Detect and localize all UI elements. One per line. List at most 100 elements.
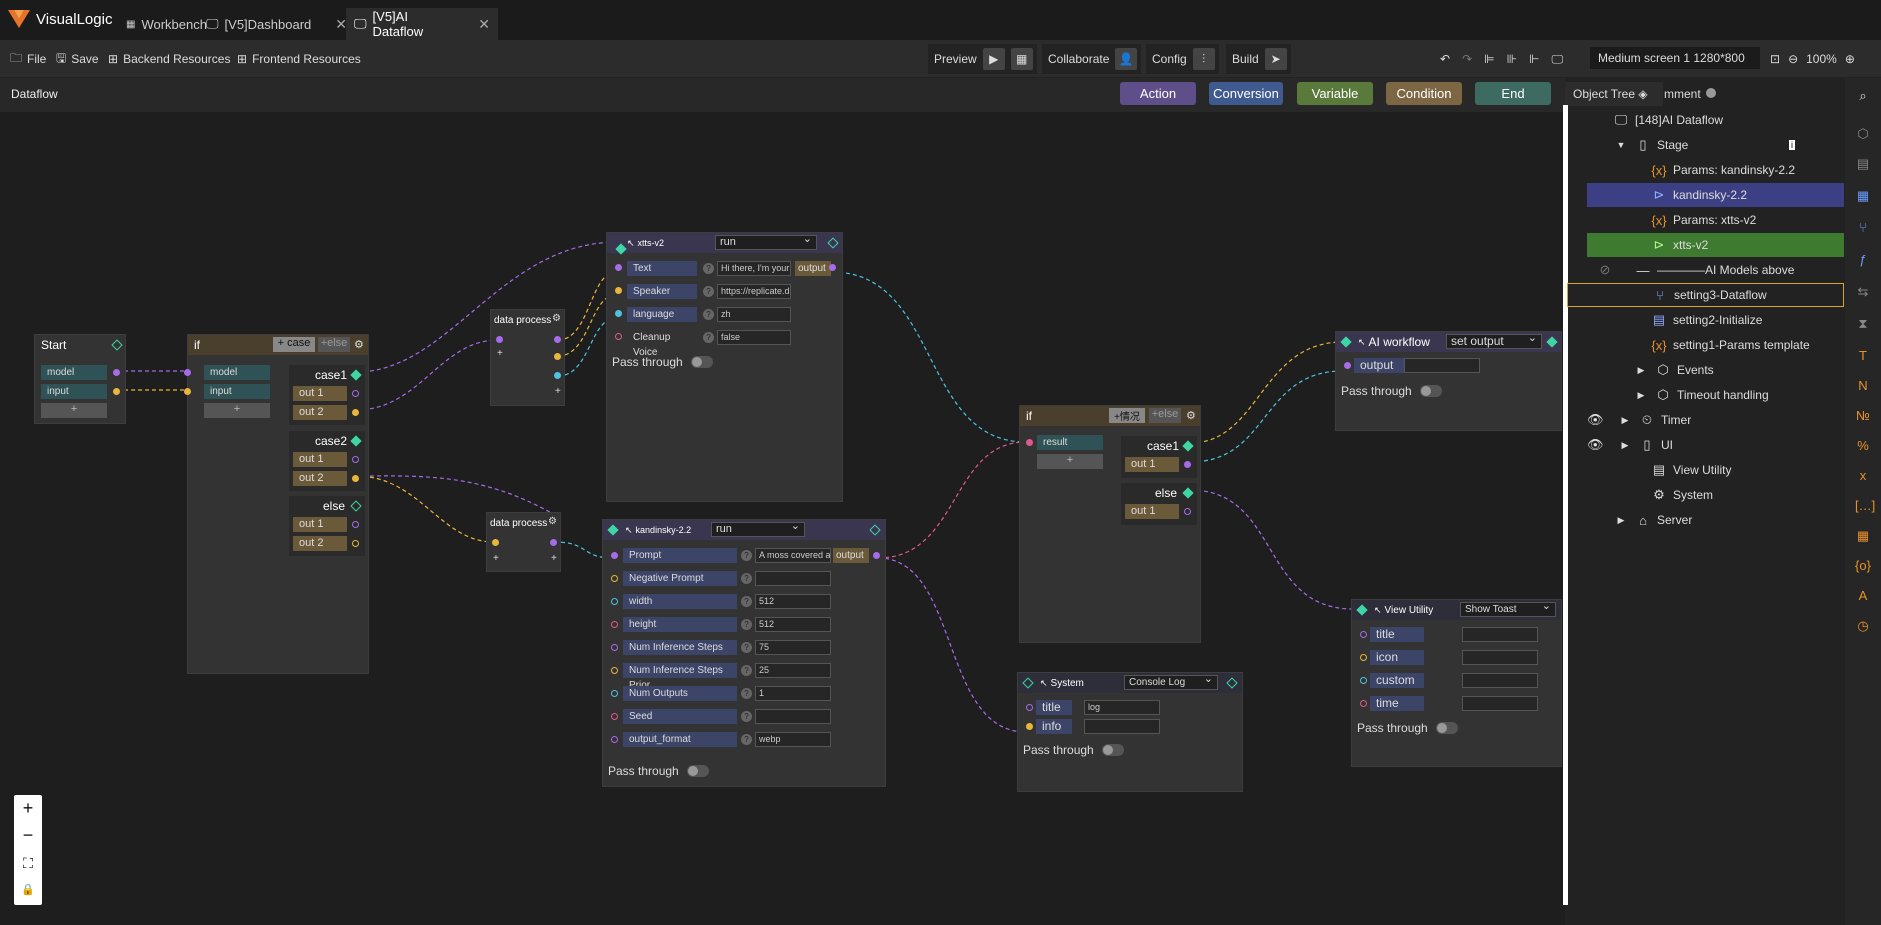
conversion-button[interactable]: Conversion [1209, 82, 1283, 105]
input-port[interactable] [1360, 654, 1367, 661]
if-node[interactable]: if + case +else ⚙ model input + case1 ou… [184, 334, 369, 674]
input-port[interactable] [611, 736, 618, 743]
system-node[interactable]: ↖ System Console Log title log info Pass… [1017, 672, 1243, 792]
output-port[interactable] [352, 540, 359, 547]
condition-button[interactable]: Condition [1386, 82, 1462, 105]
language-input[interactable]: zh [717, 307, 791, 322]
output-port[interactable] [554, 336, 561, 343]
output-port[interactable] [1184, 461, 1191, 468]
param-input[interactable]: webp [755, 732, 831, 747]
pass-through-toggle[interactable]: Pass through [612, 355, 713, 369]
input-port[interactable] [611, 575, 618, 582]
add-output[interactable]: + [555, 386, 561, 397]
param-input[interactable]: 512 [755, 594, 831, 609]
diamond-icon[interactable] [1226, 677, 1238, 689]
toggle-switch[interactable] [1419, 385, 1442, 397]
ai-workflow-node[interactable]: ↖ AI workflow set output output Pass thr… [1335, 331, 1562, 431]
input-port[interactable] [611, 644, 618, 651]
send-icon[interactable]: ➤ [1264, 48, 1287, 70]
param-input[interactable] [755, 709, 831, 724]
gear-icon[interactable]: ⚙ [548, 516, 557, 527]
close-icon[interactable]: ✕ [478, 15, 490, 32]
pass-through-toggle[interactable]: Pass through [1357, 721, 1458, 735]
pass-through-toggle[interactable]: Pass through [608, 764, 709, 778]
if-node[interactable]: if +情况 +else ⚙ result + case1 out 1 else… [1019, 405, 1201, 643]
search-icon[interactable]: ⌕ [1859, 88, 1867, 103]
mode-select[interactable]: run [715, 233, 817, 250]
tree-item-setting1[interactable]: {x}setting1-Params template [1651, 333, 1809, 357]
data-process-node[interactable]: data process ⚙ + + [486, 512, 561, 572]
eye-icon[interactable]: 👁 [1587, 437, 1604, 452]
output-port[interactable] [113, 369, 120, 376]
input-port[interactable] [1344, 362, 1351, 369]
toggle-switch[interactable] [686, 765, 709, 777]
tree-item-timeout[interactable]: ▶⬡Timeout handling [1633, 383, 1769, 407]
hourglass-icon[interactable]: ⧗ [1858, 316, 1868, 331]
info-input[interactable] [1084, 719, 1160, 734]
eye-icon[interactable]: 👁 [1587, 412, 1604, 427]
diamond-icon[interactable] [1182, 440, 1194, 452]
input-port[interactable] [496, 336, 503, 343]
fit-view-button[interactable]: ⛶ [23, 855, 33, 871]
align-center-icon[interactable]: ⊪ [1506, 52, 1518, 66]
action-button[interactable]: Action [1120, 82, 1196, 105]
zoom-out-button[interactable]: − [22, 825, 34, 845]
diamond-icon[interactable] [350, 369, 362, 381]
output-input[interactable] [1404, 358, 1480, 373]
screen-size-select[interactable]: Medium screen 1 1280*800 [1590, 47, 1760, 69]
tree-item-params-xtts[interactable]: {x}Params: xtts-v2 [1651, 208, 1756, 232]
help-icon[interactable]: ? [703, 332, 714, 343]
user-icon[interactable]: 👤 [1115, 48, 1138, 70]
chat-icon[interactable]: ▤ [1856, 156, 1870, 171]
pass-through-toggle[interactable]: Pass through [1023, 743, 1124, 757]
output-port[interactable] [554, 372, 561, 379]
variable-button[interactable]: Variable [1297, 82, 1373, 105]
speaker-input[interactable]: https://replicate.d [717, 284, 791, 299]
diamond-icon[interactable] [1022, 677, 1034, 689]
screen-icon[interactable]: 🖵 [1551, 51, 1564, 66]
text-icon[interactable]: T [1859, 348, 1867, 363]
add-input[interactable]: + [497, 348, 503, 359]
input-port[interactable] [1026, 723, 1033, 730]
output-port[interactable] [352, 409, 359, 416]
start-node[interactable]: Start model input + [34, 334, 126, 424]
input-port[interactable] [1360, 677, 1367, 684]
time-input[interactable] [1462, 696, 1538, 711]
data-process-node[interactable]: data process ⚙ + + [490, 309, 565, 406]
add-case-button[interactable]: +情况 [1109, 408, 1145, 423]
qr-icon[interactable]: ▦ [1010, 48, 1033, 70]
view-utility-node[interactable]: ↖ View Utility Show Toast title icon cus… [1351, 599, 1562, 767]
param-input[interactable]: 25 [755, 663, 831, 678]
zoom-in-icon[interactable]: ⊕ [1844, 52, 1855, 66]
help-icon[interactable]: ? [703, 286, 714, 297]
cube-icon[interactable]: ⬡ [1857, 126, 1869, 141]
number-icon[interactable]: N [1858, 378, 1868, 393]
input-port[interactable] [184, 369, 191, 376]
input-port[interactable] [611, 598, 618, 605]
input-port[interactable] [615, 333, 622, 340]
icon-input[interactable] [1462, 650, 1538, 665]
mode-select[interactable]: Show Toast [1460, 600, 1556, 617]
tree-item-system[interactable]: ⚙System [1651, 483, 1713, 507]
help-icon[interactable]: ? [741, 734, 752, 745]
tree-item-xtts[interactable]: ⊳xtts-v2 [1587, 233, 1844, 257]
output-port[interactable] [1184, 508, 1191, 515]
help-icon[interactable]: ? [741, 688, 752, 699]
toggle-switch[interactable] [1101, 744, 1124, 756]
input-port[interactable] [1360, 631, 1367, 638]
zoom-out-icon[interactable]: ⊖ [1788, 52, 1799, 66]
tab-object-tree[interactable]: Object Tree ◈ [1565, 82, 1663, 106]
backend-resources-button[interactable]: ⊞Backend Resources [108, 40, 230, 78]
kandinsky-node[interactable]: ↖ kandinsky-2.2 run Prompt?A moss covere… [602, 519, 886, 787]
save-button[interactable]: 🖫Save [56, 40, 99, 78]
output-port[interactable] [554, 353, 561, 360]
input-port[interactable] [615, 264, 622, 271]
zoom-in-button[interactable]: + [22, 798, 34, 818]
param-input[interactable]: 512 [755, 617, 831, 632]
diamond-icon[interactable] [350, 435, 362, 447]
output-port[interactable] [352, 456, 359, 463]
fraction-icon[interactable]: % [1857, 438, 1869, 453]
toggle-switch[interactable] [690, 356, 713, 368]
tree-item-timer[interactable]: 👁▶⏲Timer [1587, 408, 1691, 432]
